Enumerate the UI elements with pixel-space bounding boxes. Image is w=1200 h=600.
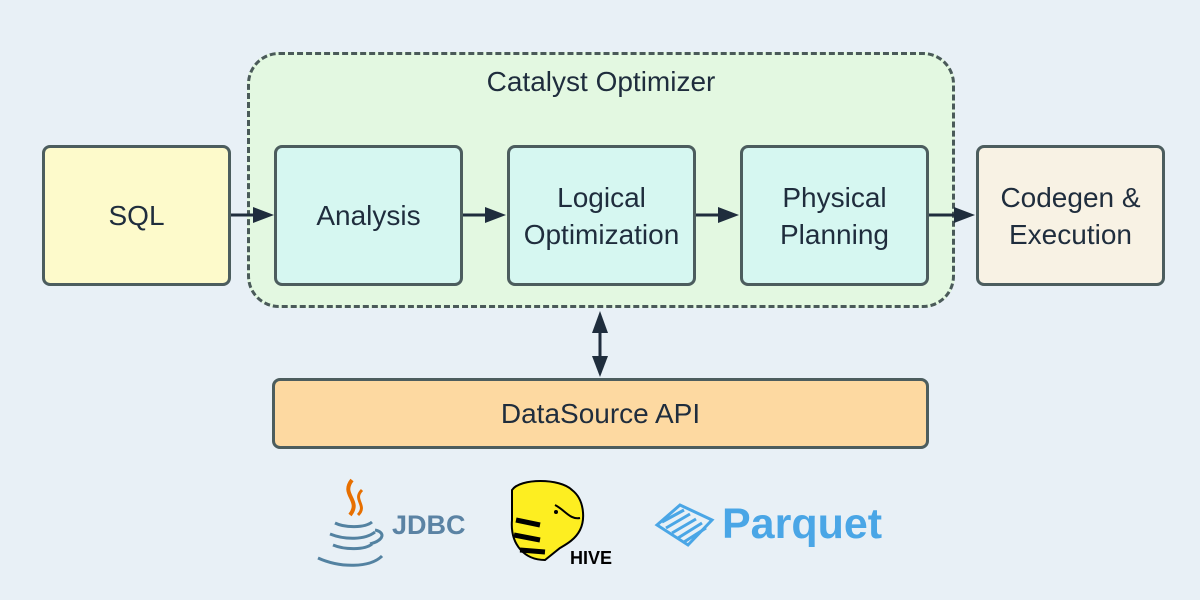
analysis-node: Analysis (274, 145, 463, 286)
arrowhead-physical-to-codegen (954, 207, 975, 223)
parquet-label: Parquet (722, 500, 883, 548)
logical-label-line1: Logical (557, 181, 646, 213)
hive-logo-icon (510, 480, 585, 562)
hive-label: HIVE (570, 548, 613, 568)
codegen-label-line1: Codegen & (1000, 181, 1141, 213)
arrowhead-logical-to-physical (718, 207, 739, 223)
analysis-label: Analysis (316, 200, 421, 231)
physical-planning-node: Physical Planning (740, 145, 929, 286)
sql-label: SQL (108, 200, 165, 231)
datasource-label: DataSource API (500, 398, 701, 429)
java-logo-icon (317, 478, 384, 567)
arrowhead-up (592, 311, 608, 333)
physical-label-line2: Planning (780, 218, 889, 250)
catalyst-optimizer-title: Catalyst Optimizer (486, 66, 716, 97)
codegen-execution-node: Codegen & Execution (976, 145, 1165, 286)
jdbc-label: JDBC (392, 510, 466, 540)
arrowhead-sql-to-analysis (253, 207, 274, 223)
physical-label-line1: Physical (782, 181, 887, 213)
logical-optimization-node: Logical Optimization (507, 145, 696, 286)
sql-node: SQL (42, 145, 231, 286)
parquet-logo-icon (654, 503, 715, 547)
arrowhead-down (592, 356, 608, 377)
arrowhead-analysis-to-logical (485, 207, 506, 223)
logical-label-line2: Optimization (523, 218, 680, 250)
codegen-label-line2: Execution (1009, 218, 1132, 250)
datasource-api-node: DataSource API (272, 378, 929, 449)
